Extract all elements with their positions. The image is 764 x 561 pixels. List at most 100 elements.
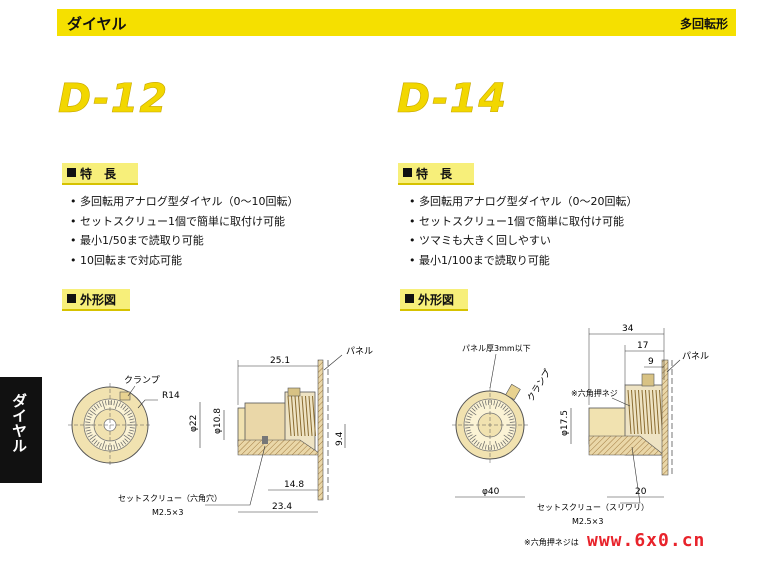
dial-tick — [500, 441, 504, 447]
watermark: www.6x0.cn — [587, 530, 706, 551]
dial-tick — [128, 432, 134, 435]
side-tab: ダイヤル — [0, 377, 42, 483]
dial-tick — [507, 434, 513, 438]
dial-tick — [85, 421, 91, 423]
dial-tick — [498, 442, 501, 448]
dial-tick — [503, 410, 511, 416]
dial-tick — [469, 410, 477, 416]
dial-tick — [85, 427, 91, 429]
dial-tick — [484, 444, 487, 450]
setscrew-label-left: セットスクリュー（六角穴） — [118, 493, 222, 503]
dial-tick — [120, 403, 124, 409]
dial-tick — [85, 418, 91, 421]
dim-phi17-5: φ17.5 — [560, 410, 570, 436]
dial-tick — [473, 440, 478, 445]
dial-tick — [91, 438, 96, 443]
knurl-line — [305, 395, 309, 437]
dial-tick — [113, 400, 116, 406]
radius-label: R14 — [162, 391, 180, 401]
dial-tick — [494, 401, 499, 409]
knurl-line — [298, 395, 302, 437]
dial-tick — [493, 400, 496, 406]
list-item: セットスクリュー1個で簡単に取付け可能 — [70, 213, 298, 233]
dial-tick — [465, 427, 471, 429]
knurl-line — [648, 389, 653, 435]
knurl-line — [631, 389, 635, 435]
dial-tick — [85, 429, 91, 432]
dial-tick — [494, 441, 499, 449]
dial-tick — [473, 405, 478, 410]
dial-tick — [507, 412, 513, 416]
dial-tick — [104, 400, 107, 406]
setscrew-label-right: セットスクリュー（スリワリ） — [537, 503, 649, 512]
knurl-line — [308, 395, 313, 437]
dial-tick — [101, 401, 106, 409]
list-item: 最小1/100まで読取り可能 — [409, 252, 637, 272]
dial-tick — [120, 441, 124, 447]
dial-tick — [509, 429, 515, 432]
dial-tick — [124, 438, 129, 443]
list-item: 最小1/50まで読取り可能 — [70, 232, 298, 252]
dial-side-view — [237, 387, 323, 456]
dial-tick — [467, 412, 473, 416]
dial-tick — [99, 402, 102, 408]
knurl-line — [294, 395, 299, 437]
dial-tick — [466, 415, 472, 418]
features-list-left: 多回転用アナログ型ダイヤル（0～10回転） セットスクリュー1個で簡単に取付け可… — [70, 193, 298, 271]
dial-tick — [93, 405, 98, 410]
dim-25-1: 25.1 — [270, 356, 290, 366]
dial-tick — [86, 432, 92, 435]
dial-tick — [127, 434, 133, 438]
outline-heading-right: 外形図 — [400, 289, 468, 311]
dial-tick — [91, 407, 96, 412]
dial-tick — [500, 403, 504, 409]
screw-size-right: M2.5×3 — [572, 517, 603, 526]
knurl-line — [301, 395, 306, 437]
dial-tick — [484, 400, 487, 406]
dial-tick — [502, 405, 507, 410]
header-bar: ダイヤル 多回転形 — [57, 9, 736, 36]
dial-tick — [87, 412, 93, 416]
dial-tick — [96, 441, 100, 447]
dial-tick — [127, 412, 133, 416]
dial-tick — [93, 440, 98, 445]
category-label: 多回転形 — [679, 17, 728, 31]
dim-17: 17 — [637, 341, 648, 351]
dial-tick — [481, 401, 486, 409]
list-item: 多回転用アナログ型ダイヤル（0～20回転） — [409, 193, 637, 213]
dial-tick — [87, 434, 93, 438]
dial-tick — [113, 444, 116, 450]
list-item: セットスクリュー1個で簡単に取付け可能 — [409, 213, 637, 233]
dial-tick — [509, 418, 515, 421]
dial-tick — [476, 441, 480, 447]
knurl-line — [287, 395, 292, 437]
dial-tick — [502, 440, 507, 445]
dial-tick — [129, 427, 135, 429]
knurl-line — [627, 389, 632, 435]
dial-tick — [467, 434, 473, 438]
dial-tick — [504, 438, 509, 443]
dim-23-4: 23.4 — [272, 502, 292, 512]
dial-tick — [129, 421, 135, 423]
dial-front-view — [452, 383, 528, 463]
dial-tick — [123, 410, 131, 416]
knurl-line — [641, 389, 646, 435]
dial-tick — [466, 432, 472, 435]
features-heading-right: 特 長 — [398, 163, 474, 185]
features-heading-left: 特 長 — [62, 163, 138, 185]
dial-tick — [509, 427, 515, 429]
dial-tick — [471, 438, 476, 443]
dial-tick — [122, 440, 127, 445]
dial-tick — [471, 407, 476, 412]
dial-tick — [123, 434, 131, 440]
dim-phi10-8: φ10.8 — [213, 408, 223, 434]
dial-tick — [509, 421, 515, 423]
dial-tick — [89, 434, 97, 440]
square-icon — [67, 168, 76, 177]
dim-20: 20 — [635, 487, 647, 497]
dim-34: 34 — [622, 324, 634, 334]
dial-tick — [498, 402, 501, 408]
dial-front-view — [68, 383, 152, 467]
